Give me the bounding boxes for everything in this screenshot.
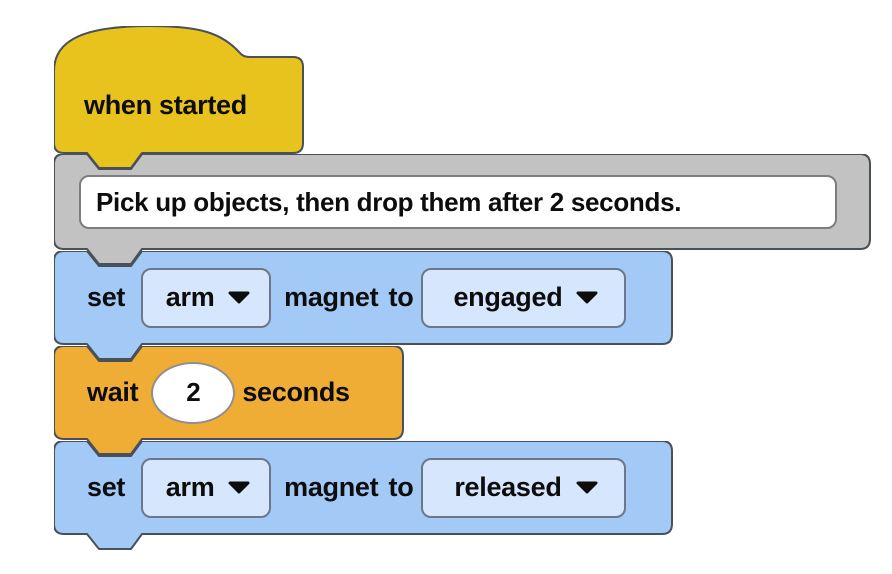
- dropdown-caret-icon: [576, 481, 598, 494]
- device-dropdown-value: arm: [165, 472, 215, 502]
- magnet-state-dropdown[interactable]: released: [421, 457, 627, 518]
- device-dropdown-value: arm: [165, 282, 215, 312]
- device-dropdown[interactable]: arm: [141, 267, 272, 328]
- duration-input[interactable]: 2: [151, 361, 236, 424]
- magnet-state-dropdown-value: engaged: [453, 282, 563, 312]
- dropdown-caret-icon: [576, 291, 598, 304]
- seconds-label: seconds: [242, 377, 350, 407]
- when-started-label: when started: [84, 89, 247, 120]
- comment-text: Pick up objects, then drop them after 2 …: [96, 186, 682, 217]
- set-verb-label: set: [87, 472, 126, 502]
- wait-block[interactable]: wait 2 seconds: [54, 346, 404, 456]
- set-magnet-engaged-block[interactable]: set arm magnet to engaged: [54, 251, 673, 361]
- dropdown-caret-icon: [228, 481, 250, 494]
- magnet-to-label: magnet to: [284, 282, 414, 312]
- set-magnet-released-block[interactable]: set arm magnet to released: [54, 441, 673, 551]
- comment-text-field[interactable]: Pick up objects, then drop them after 2 …: [79, 175, 837, 229]
- magnet-state-dropdown-value: released: [454, 472, 562, 502]
- magnet-state-dropdown[interactable]: engaged: [421, 267, 627, 328]
- magnet-to-label: magnet to: [284, 472, 414, 502]
- when-started-block[interactable]: when started: [54, 26, 305, 170]
- wait-verb-label: wait: [87, 377, 139, 407]
- comment-block[interactable]: Pick up objects, then drop them after 2 …: [54, 154, 872, 266]
- device-dropdown[interactable]: arm: [141, 457, 272, 518]
- set-verb-label: set: [87, 282, 126, 312]
- dropdown-caret-icon: [228, 291, 250, 304]
- duration-value: 2: [186, 377, 201, 407]
